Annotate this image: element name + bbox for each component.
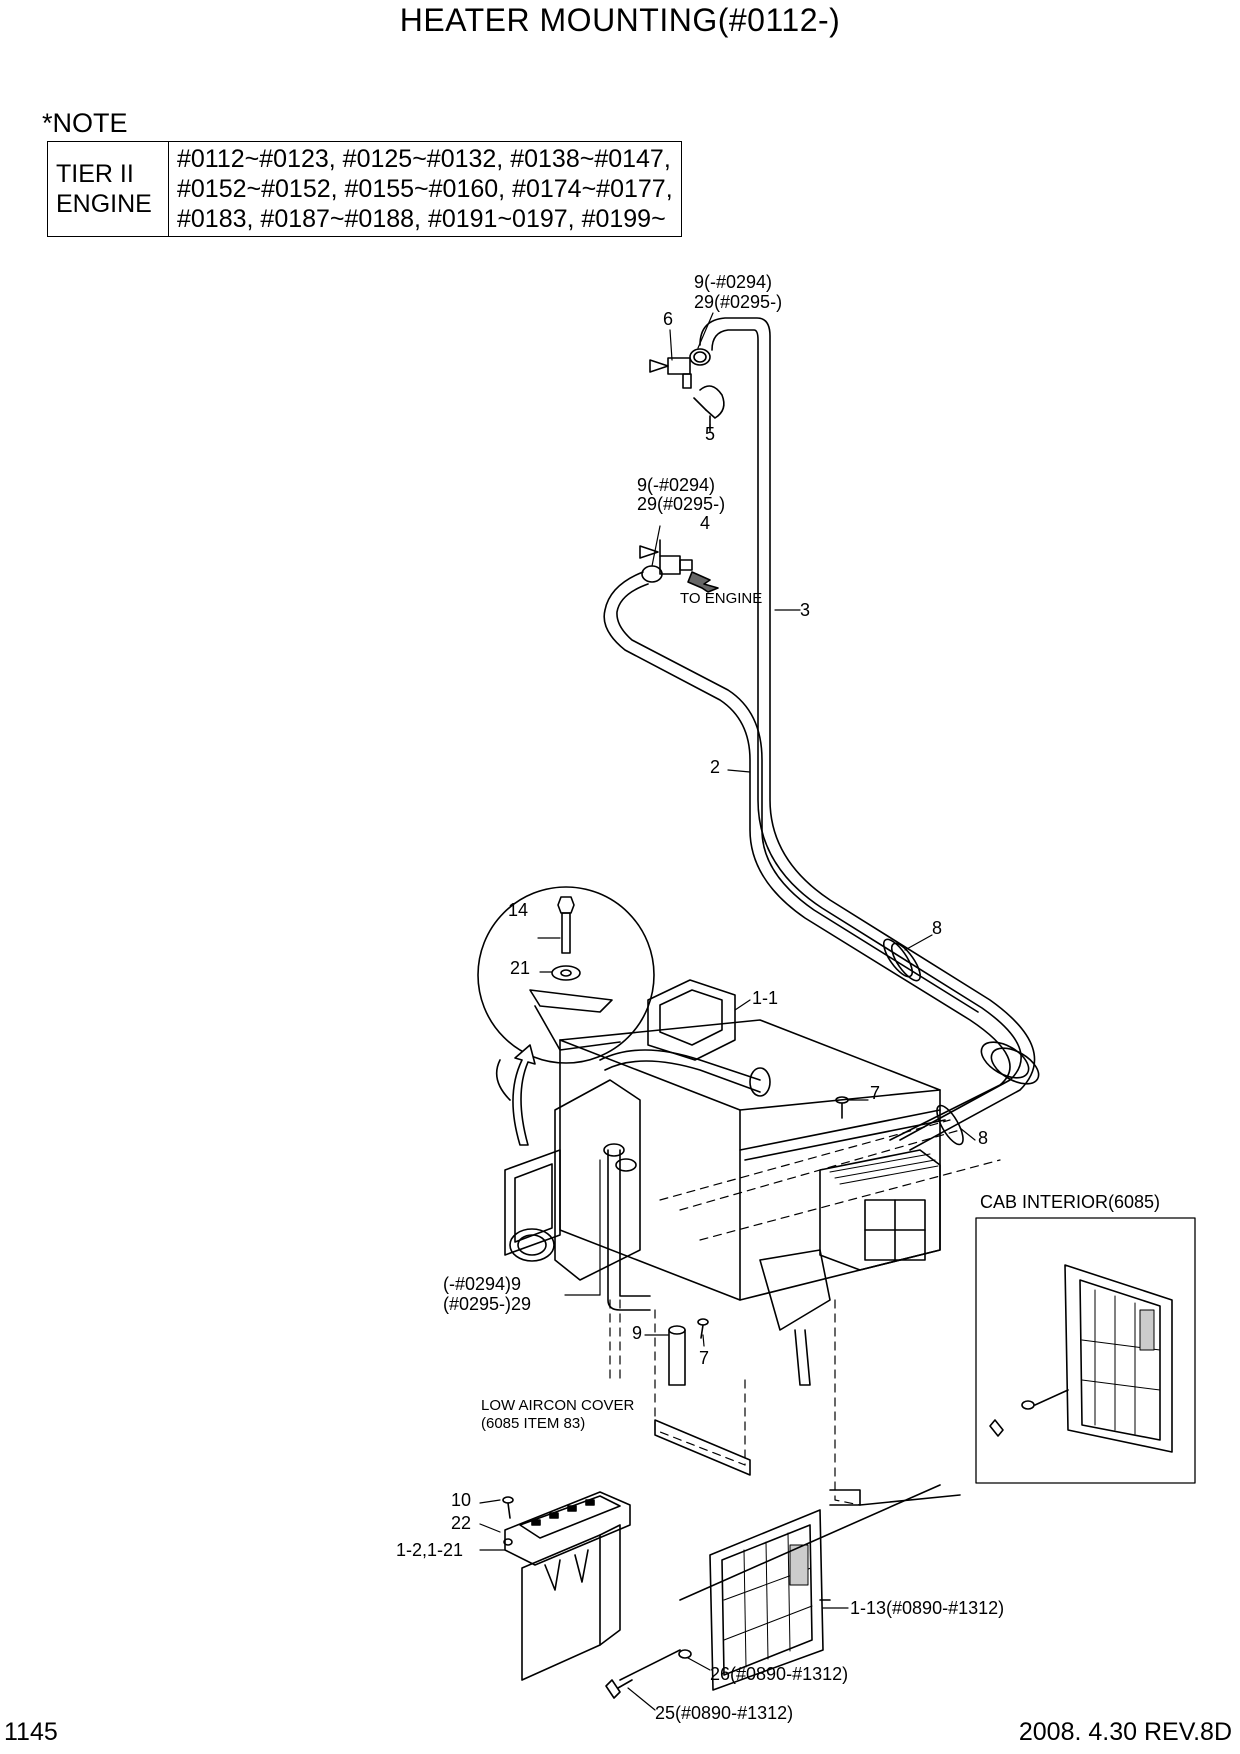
washer-26 (678, 1649, 692, 1659)
page-number: 1145 (4, 1718, 58, 1746)
screw-7-mid (697, 1318, 709, 1339)
low-aircon-cover (654, 1419, 861, 1506)
callout-1-13: 1-13(#0890-#1312) (850, 1598, 1005, 1618)
hose-3 (699, 317, 1036, 1151)
lower-cover-1-13 (619, 1484, 961, 1691)
callout-29-left: (#0295-)29 (443, 1294, 532, 1314)
callout-9-left: (-#0294)9 (443, 1274, 522, 1294)
callout-25: 25(#0890-#1312) (655, 1703, 794, 1723)
page-title: HEATER MOUNTING(#0112-) (399, 2, 841, 38)
clamp-8-upper (882, 938, 922, 982)
note-row-serials: #0112~#0123, #0125~#0132, #0138~#0147, #… (168, 141, 682, 237)
part-6-valve (649, 348, 711, 389)
note-head-line-1: TIER II (56, 160, 134, 188)
callout-8-a: 8 (932, 918, 943, 938)
callout-3: 3 (800, 600, 811, 620)
hose-2 (603, 571, 1011, 1141)
note-table: TIER II ENGINE #0112~#0123, #0125~#0132,… (47, 141, 682, 237)
to-engine-label: TO ENGINE (680, 590, 763, 607)
callout-29-top-a: 29(#0295-) (694, 292, 783, 312)
note-head-line-2: ENGINE (56, 190, 152, 218)
callout-21: 21 (510, 958, 531, 978)
callout-29-top-b: 29(#0295-) (637, 494, 726, 514)
to-engine-arrow (687, 571, 719, 593)
callout-5: 5 (705, 424, 716, 444)
callout-1-2-1-21: 1-2,1-21 (396, 1540, 464, 1560)
callout-8-b: 8 (978, 1128, 989, 1148)
note-serial-line-2: #0152~#0152, #0155~#0160, #0174~#0177, (177, 175, 673, 203)
callout-1-1: 1-1 (752, 988, 779, 1008)
low-aircon-cover-label: LOW AIRCON COVER (481, 1397, 635, 1414)
part-9-sleeve (668, 1325, 686, 1386)
dashed-guides (609, 1119, 1001, 1506)
note-label: *NOTE (42, 108, 128, 138)
callout-10: 10 (451, 1490, 472, 1510)
clamp-8-lower (936, 1041, 1040, 1146)
cab-interior-box (975, 1217, 1196, 1484)
note-serial-line-1: #0112~#0123, #0125~#0132, #0138~#0147, (177, 145, 671, 173)
revision-date: 2008. 4.30 REV.8D (1018, 1718, 1232, 1746)
callout-9-mid: 9 (632, 1323, 643, 1343)
callout-9-top-a: 9(-#0294) (694, 272, 773, 292)
note-row-head: TIER II ENGINE (47, 141, 169, 237)
callout-7-a: 7 (870, 1083, 881, 1103)
callout-14: 14 (508, 900, 529, 920)
callout-6: 6 (663, 309, 674, 329)
rotation-arrow (512, 1044, 536, 1146)
callout-7-b: 7 (699, 1348, 710, 1368)
part-4-valve (639, 539, 693, 583)
detail-circle (477, 886, 655, 1101)
cab-interior-label: CAB INTERIOR(6085) (980, 1192, 1161, 1212)
note-serial-line-3: #0183, #0187~#0188, #0191~0197, #0199~ (177, 205, 666, 233)
control-panel (502, 1491, 631, 1681)
low-aircon-item-label: (6085 ITEM 83) (481, 1415, 586, 1432)
wing-bolt-25 (605, 1679, 633, 1699)
callout-26: 26(#0890-#1312) (710, 1664, 849, 1684)
callout-22: 22 (451, 1513, 472, 1533)
heater-unit (504, 979, 946, 1386)
callout-9-top-b: 9(-#0294) (637, 475, 716, 495)
leader-lines (479, 312, 976, 1711)
callout-4: 4 (700, 513, 711, 533)
callout-2: 2 (710, 757, 721, 777)
